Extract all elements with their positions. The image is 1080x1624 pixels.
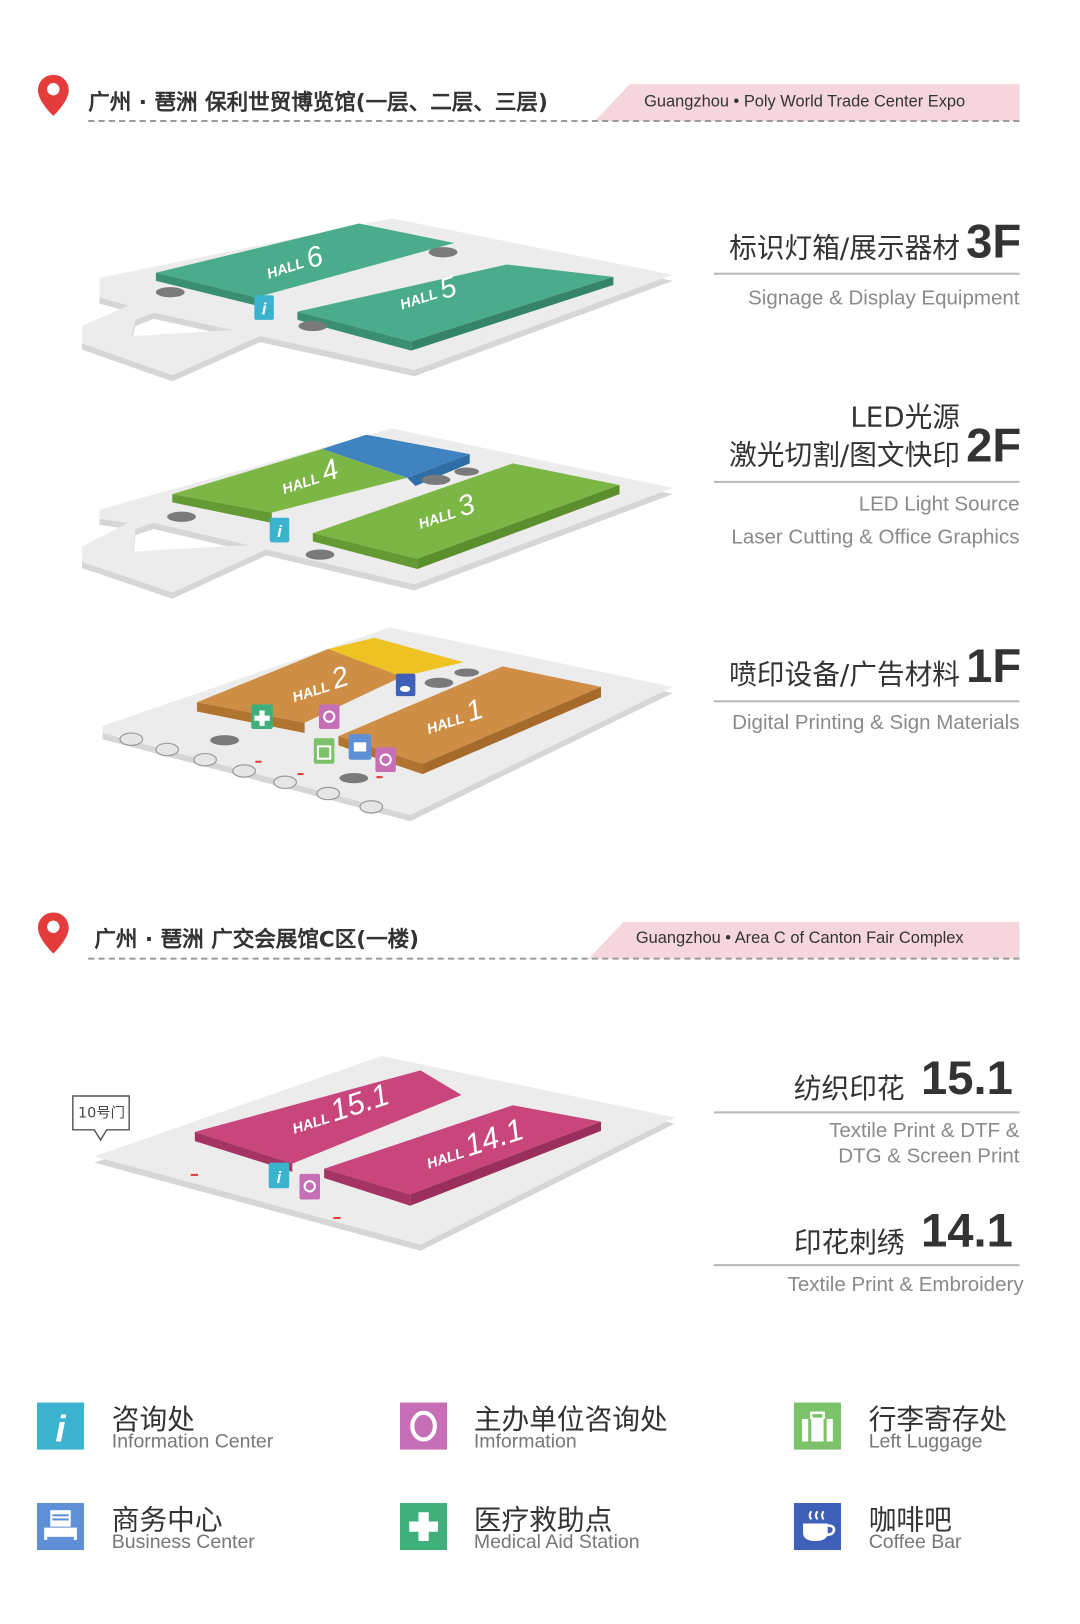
hall-14-1-title-number: 14.1 (921, 1203, 1013, 1257)
coffee-icon (395, 673, 416, 697)
organizer-info-icon (399, 1402, 448, 1450)
floor-3f-title-cn: 标识灯箱/展示器材 (729, 232, 960, 265)
printer-icon (36, 1503, 85, 1551)
legend-medical-label-cn: 医疗救助点 (473, 1505, 613, 1537)
divider (713, 272, 1020, 275)
divider (88, 957, 1020, 960)
floor-1f-map: HALL 2 HALL 1 (102, 627, 673, 822)
organizer-info-icon (299, 1173, 320, 1200)
coffee-icon (793, 1503, 842, 1551)
info-icon (269, 517, 290, 543)
floor-2f-title-cn-line1: LED光源 (850, 401, 960, 434)
gate-10-label: 10号门 (78, 1105, 126, 1122)
floor-2f-title-en: Laser Cutting & Office Graphics (731, 525, 1020, 549)
floor-2f-title-cn: 激光切割/图文快印 (729, 439, 960, 472)
legend-luggage-label-cn: 行李寄存处 (868, 1404, 1008, 1437)
organizer-info-icon (318, 704, 340, 729)
info-icon (268, 1162, 290, 1189)
location-pin-icon (37, 912, 69, 954)
organizer-info-icon (375, 747, 396, 773)
venue1-banner (594, 84, 1020, 121)
floor-2f-title-en-line1: LED Light Source (858, 493, 1020, 516)
svg-text:i: i (277, 1169, 282, 1187)
info-icon (254, 295, 274, 320)
svg-text:i: i (262, 301, 267, 319)
legend-info-label-cn: 咨询处 (111, 1404, 195, 1437)
hall-15-1-title-number: 15.1 (921, 1050, 1013, 1105)
floor-3f-map: i HALL 6 HALL 5 (82, 218, 673, 382)
medical-cross-icon (399, 1503, 448, 1551)
hall-14-1-title-en: Textile Print & Embroidery (787, 1273, 1024, 1296)
legend-medical-label-en: Medical Aid Station (473, 1531, 640, 1554)
hall-14-1-title-cn: 印花刺绣 (793, 1227, 905, 1260)
floor-1f-title-cn: 喷印设备/广告材料 (729, 659, 960, 692)
legend-organizer-label-en: Imformation (473, 1431, 577, 1453)
legend-business-label-cn: 商务中心 (111, 1505, 223, 1537)
divider (713, 700, 1020, 703)
hall-15-1-title-cn: 纺织印花 (793, 1073, 905, 1106)
legend-info-label-en: Information Center (111, 1431, 274, 1453)
floor-1f-title-en: Digital Printing & Sign Materials (732, 711, 1020, 735)
legend-business-label-en: Business Center (111, 1531, 255, 1554)
venue2-subtitle-en: Guangzhou • Area C of Canton Fair Comple… (635, 929, 964, 948)
info-icon: i (36, 1402, 85, 1450)
canton-fair-area-c-map: i HALL 15.1 HALL 14.1 (94, 1056, 675, 1251)
svg-text:i: i (55, 1409, 66, 1450)
legend-organizer-label-cn: 主办单位咨询处 (473, 1404, 668, 1437)
location-pin-icon (37, 74, 69, 116)
floor-3f-number: 3F (966, 214, 1022, 268)
divider (88, 119, 1020, 123)
venue1-subtitle-en: Guangzhou • Poly World Trade Center Expo (644, 93, 966, 111)
floor-2f-number: 2F (966, 418, 1022, 472)
floor-2f-map: i HALL 4 HALL 3 (82, 428, 673, 599)
floor-3f-title-en: Signage & Display Equipment (748, 287, 1020, 310)
gate-callout (72, 1095, 130, 1142)
venue2-title: 广州 · 琶洲 广交会展馆C区(一楼) (94, 926, 420, 952)
divider (713, 480, 1020, 483)
divider (713, 1111, 1020, 1114)
entrance-gates (119, 732, 384, 814)
venue1-title: 广州 · 琶洲 保利世贸博览馆(一层、二层、三层) (88, 90, 548, 115)
svg-text:i: i (277, 523, 282, 541)
legend-coffee-label-cn: 咖啡吧 (868, 1505, 952, 1537)
hall-15-1-title-en-line2: DTG & Screen Print (838, 1145, 1020, 1168)
luggage-icon (793, 1402, 842, 1450)
hall-15-1-title-en-line1: Textile Print & DTF & (829, 1119, 1020, 1143)
venue2-banner (588, 921, 1020, 959)
legend-luggage-label-en: Left Luggage (868, 1431, 983, 1453)
floor-1f-number: 1F (966, 638, 1022, 693)
legend-coffee-label-en: Coffee Bar (868, 1531, 962, 1554)
divider (713, 1264, 1020, 1267)
